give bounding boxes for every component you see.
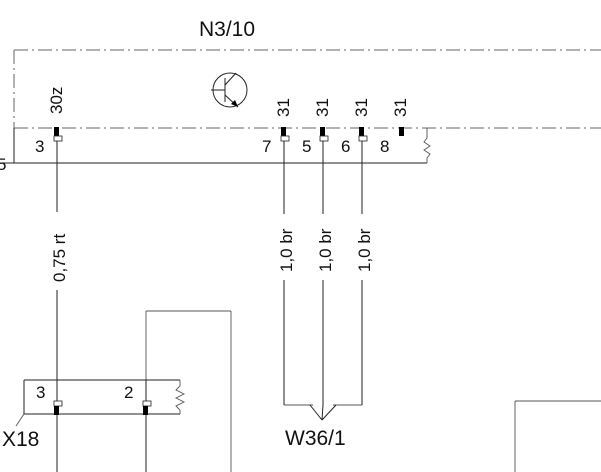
pin-5-31: 31 5 — [302, 98, 332, 156]
x18-pin-3: 3 — [36, 383, 63, 472]
connector-x18-label: X18 — [2, 428, 39, 451]
pin-signal: 30z — [47, 87, 66, 114]
splice-w36-1 — [284, 404, 362, 421]
pin-number: 3 — [36, 383, 45, 402]
break-zigzag-icon — [423, 128, 431, 163]
loop-wire — [145, 310, 232, 472]
wire-label: 1,0 br — [316, 228, 335, 272]
connector-strip — [0, 128, 431, 164]
pin-3-30z: 30z 3 — [35, 87, 66, 156]
edge-label: 5 — [0, 155, 6, 174]
pin-number: 5 — [302, 137, 311, 156]
pin-number: 3 — [35, 137, 44, 156]
pin-7-31: 31 7 — [262, 98, 293, 156]
pin-signal: 31 — [313, 98, 332, 117]
wire-label: 1,0 br — [355, 228, 374, 272]
wire-1-0-br-1: 1,0 br — [277, 141, 296, 405]
wire-label: 0,75 rt — [50, 234, 69, 282]
pin-signal: 31 — [352, 98, 371, 117]
module-boundary — [13, 49, 601, 129]
pin-number: 2 — [124, 383, 133, 402]
wire-1-0-br-3: 1,0 br — [355, 141, 374, 405]
pin-6-31: 31 6 — [341, 98, 371, 156]
x18-pin-2: 2 — [124, 380, 152, 472]
transistor-icon — [211, 72, 248, 108]
adjacent-module-outline — [514, 400, 601, 472]
pin-number: 7 — [262, 137, 271, 156]
module-title-n3-10: N3/10 — [199, 18, 255, 41]
pin-signal: 31 — [391, 98, 410, 117]
pin-signal: 31 — [274, 98, 293, 117]
pin-terminal — [143, 406, 148, 415]
wire-label: 1,0 br — [277, 228, 296, 272]
pin-terminal — [399, 127, 404, 136]
pin-terminal — [54, 406, 59, 415]
pin-number: 8 — [380, 137, 389, 156]
splice-label: W36/1 — [285, 427, 346, 450]
pin-terminal — [281, 127, 286, 136]
pin-number: 6 — [341, 137, 350, 156]
pin-terminal — [359, 127, 364, 136]
connector-x18 — [15, 379, 186, 427]
pin-terminal — [54, 127, 59, 136]
wire-1-0-br-2: 1,0 br — [316, 141, 335, 405]
pin-terminal — [320, 127, 325, 136]
wire-0-75-rt: 0,75 rt — [50, 141, 69, 401]
pin-8-31: 31 8 — [380, 98, 410, 156]
break-zigzag-icon — [174, 380, 186, 414]
